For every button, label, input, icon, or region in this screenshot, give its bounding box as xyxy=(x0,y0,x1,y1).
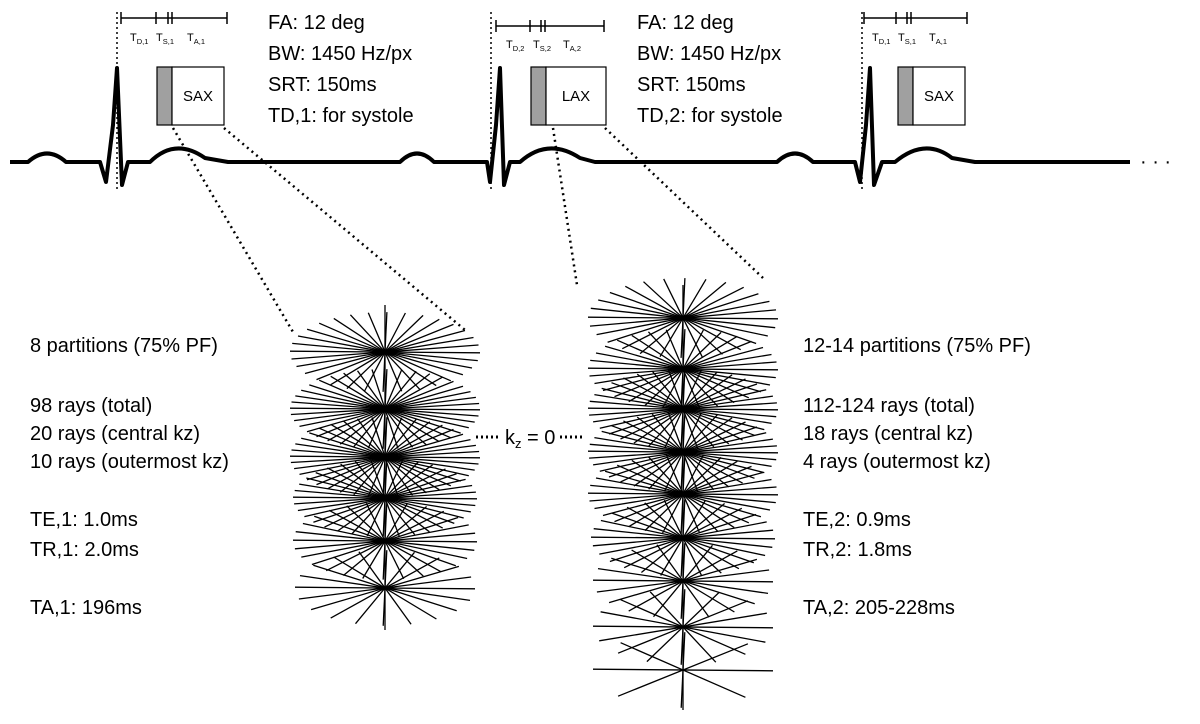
param-line: TD,1: for systole xyxy=(268,105,414,127)
info-te: TE,1: 1.0ms xyxy=(30,509,138,531)
saturation-block xyxy=(897,66,914,126)
readout-box xyxy=(171,66,225,126)
saturation-block xyxy=(530,66,547,126)
timing-label-td: TD,1 xyxy=(872,32,890,46)
readout-box-label: SAX xyxy=(924,88,954,105)
param-line: SRT: 150ms xyxy=(637,74,746,96)
info-rays-outermost: 10 rays (outermost kz) xyxy=(30,451,229,473)
param-line: BW: 1450 Hz/px xyxy=(637,43,781,65)
timing-label-td: TD,2 xyxy=(506,39,524,53)
ecg-baseline-segment xyxy=(10,66,1130,187)
param-line: FA: 12 deg xyxy=(268,12,365,34)
kspace-stack-right xyxy=(587,278,779,710)
info-ta: TA,1: 196ms xyxy=(30,597,142,619)
timing-label-ta: TA,2 xyxy=(563,39,581,53)
acquisition-block-3: TD,1 TS,1 TA,1 SAX xyxy=(863,12,968,126)
param-line: FA: 12 deg xyxy=(637,12,734,34)
readout-box-label: SAX xyxy=(183,88,213,105)
timing-label-ta: TA,1 xyxy=(929,32,947,46)
readout-box xyxy=(912,66,966,126)
param-line: TD,2: for systole xyxy=(637,105,783,127)
param-line: SRT: 150ms xyxy=(268,74,377,96)
kspace-stack-left xyxy=(289,305,481,630)
param-line: BW: 1450 Hz/px xyxy=(268,43,412,65)
info-partitions: 8 partitions (75% PF) xyxy=(30,335,218,357)
info-te: TE,2: 0.9ms xyxy=(803,509,911,531)
projection-line xyxy=(171,127,295,333)
timing-label-ts: TS,1 xyxy=(156,32,174,46)
timing-label-ta: TA,1 xyxy=(187,32,205,46)
readout-box xyxy=(545,66,607,126)
right-info: 12-14 partitions (75% PF) 112-124 rays (… xyxy=(803,335,1031,619)
info-rays-outermost: 4 rays (outermost kz) xyxy=(803,451,991,473)
sequence-params-2: FA: 12 deg BW: 1450 Hz/px SRT: 150ms TD,… xyxy=(637,12,783,127)
timing-label-td: TD,1 xyxy=(130,32,148,46)
kz-label: kz = 0 xyxy=(505,427,555,451)
timing-label-ts: TS,1 xyxy=(898,32,916,46)
info-tr: TR,1: 2.0ms xyxy=(30,539,139,561)
acquisition-block-1: TD,1 TS,1 TA,1 SAX xyxy=(120,12,228,126)
projection-lines xyxy=(171,127,764,333)
acquisition-block-2: TD,2 TS,2 TA,2 LAX xyxy=(495,20,607,126)
info-rays-central: 20 rays (central kz) xyxy=(30,423,200,445)
saturation-block xyxy=(156,66,173,126)
info-partitions: 12-14 partitions (75% PF) xyxy=(803,335,1031,357)
continuation-dots: · · · xyxy=(1140,151,1171,173)
info-tr: TR,2: 1.8ms xyxy=(803,539,912,561)
kz-zero-marker: kz = 0 xyxy=(476,427,584,451)
sequence-params-1: FA: 12 deg BW: 1450 Hz/px SRT: 150ms TD,… xyxy=(268,12,414,127)
info-ta: TA,2: 205-228ms xyxy=(803,597,955,619)
info-rays-total: 112-124 rays (total) xyxy=(803,395,975,417)
info-rays-central: 18 rays (central kz) xyxy=(803,423,973,445)
projection-line xyxy=(223,127,466,331)
projection-line xyxy=(551,127,579,286)
ecg-trace xyxy=(10,66,1130,187)
left-info: 8 partitions (75% PF) 98 rays (total) 20… xyxy=(30,335,229,619)
projection-line xyxy=(604,127,764,279)
timing-label-ts: TS,2 xyxy=(533,39,551,53)
readout-box-label: LAX xyxy=(562,88,590,105)
info-rays-total: 98 rays (total) xyxy=(30,395,152,417)
